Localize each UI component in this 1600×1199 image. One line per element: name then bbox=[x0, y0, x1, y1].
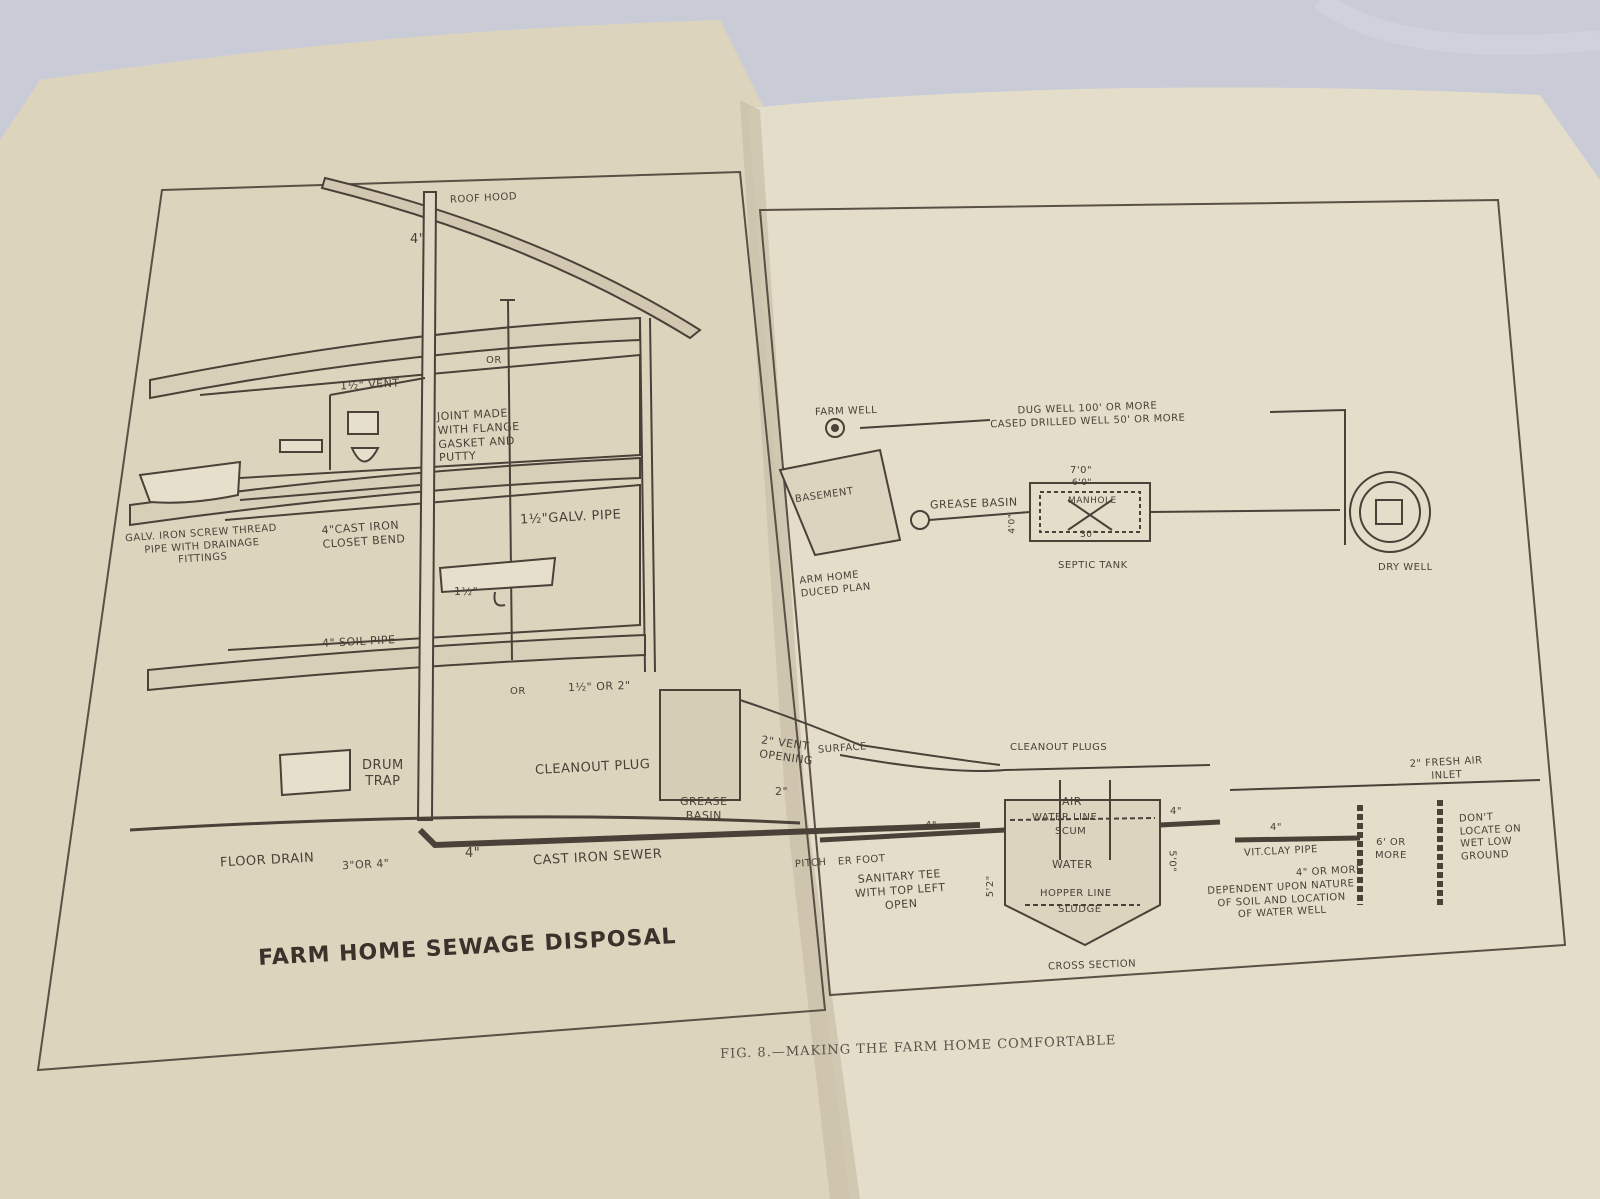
septic-tank-inner bbox=[1039, 491, 1141, 533]
cross-section bbox=[819, 754, 1541, 947]
drain-size-label: 3"OR 4" bbox=[341, 856, 390, 873]
galv-pipe bbox=[500, 299, 515, 661]
dry-well-section bbox=[1357, 800, 1443, 905]
right-frame bbox=[758, 198, 1567, 997]
dry-well-inner bbox=[1359, 481, 1421, 543]
ground-surface bbox=[739, 699, 1001, 766]
drum-trap-label: DRUM TRAP bbox=[362, 758, 404, 790]
pitch-label: PITCH bbox=[794, 856, 827, 871]
lavatory bbox=[279, 439, 323, 453]
plan-pipe bbox=[928, 509, 1341, 521]
tank-inner-label: 6'0" bbox=[1072, 478, 1093, 488]
vent-pipe bbox=[329, 377, 426, 470]
tank-outer-label: 7'0" bbox=[1070, 465, 1093, 476]
right-page bbox=[748, 87, 1600, 1199]
manhole-size-label: 30" bbox=[1080, 530, 1098, 540]
upper-floor bbox=[149, 316, 641, 400]
basement-ceiling bbox=[147, 633, 646, 692]
middle-floor bbox=[129, 456, 641, 527]
soil-stack bbox=[416, 191, 438, 821]
manhole-label: MANHOLE bbox=[1068, 496, 1117, 506]
stack-size-label: 4" bbox=[410, 232, 426, 247]
gutter-shadow bbox=[740, 100, 860, 1199]
dry-well-cover bbox=[1375, 499, 1403, 525]
water-line-label: WATER LINE bbox=[1032, 812, 1098, 823]
grease-basin bbox=[659, 689, 741, 801]
sheet-fold-2 bbox=[1314, 0, 1600, 55]
dry-well-label: DRY WELL bbox=[1378, 562, 1433, 573]
pipe-4b-label: 4" bbox=[1170, 806, 1182, 817]
farm-well-label: FARM WELL bbox=[814, 404, 878, 419]
septic-tank-section bbox=[1004, 799, 1161, 947]
fresh-air-label: 2" FRESH AIR INLET bbox=[1409, 755, 1483, 782]
joint-label: JOINT MADE WITH FLANGE GASKET AND PUTTY bbox=[436, 406, 520, 465]
dependent-label: DEPENDENT UPON NATURE OF SOIL AND LOCATI… bbox=[1207, 878, 1355, 921]
cast-iron-bend-label: 4"CAST IRON CLOSET BEND bbox=[321, 518, 406, 551]
sink-trap bbox=[493, 591, 506, 607]
farm-home-plan bbox=[778, 448, 902, 557]
air-label: AIR bbox=[1062, 795, 1082, 808]
sanitary-tee-label: SANITARY TEE WITH TOP LEFT OPEN bbox=[854, 867, 946, 912]
depth-left-label: 5'2" bbox=[984, 875, 996, 898]
upper-drain bbox=[239, 484, 421, 501]
toilet-bowl bbox=[350, 447, 380, 463]
left-frame bbox=[36, 170, 827, 1072]
house-plumbing bbox=[129, 176, 1001, 849]
toilet-tank bbox=[347, 411, 379, 435]
site-plan bbox=[778, 408, 1431, 557]
dont-locate-label: DON'T LOCATE ON WET LOW GROUND bbox=[1458, 811, 1522, 863]
scum-label: SCUM bbox=[1055, 826, 1087, 837]
section-pipe bbox=[819, 819, 1361, 843]
sewer-size-label: 4" bbox=[465, 846, 481, 861]
laundry-tub bbox=[278, 748, 351, 797]
house-wall bbox=[649, 317, 656, 673]
well-distance-line bbox=[859, 408, 1346, 545]
or-top-label: OR bbox=[486, 355, 502, 366]
grease-basin-lower-label: GREASE BASIN bbox=[680, 795, 728, 822]
six-feet-label: 6' OR MORE bbox=[1375, 837, 1407, 861]
or-bottom-label: OR bbox=[510, 686, 526, 697]
pipe-size-label: 1½" OR 2" bbox=[567, 678, 631, 695]
water-label: WATER bbox=[1052, 858, 1093, 871]
roof-line bbox=[320, 176, 702, 340]
cast-iron-sewer bbox=[417, 822, 981, 849]
tank-width-label: 4'0" bbox=[1007, 513, 1018, 534]
bathtub bbox=[138, 460, 242, 504]
kitchen-sink bbox=[438, 556, 557, 594]
cleanout-plugs-label: CLEANOUT PLUGS bbox=[1010, 742, 1108, 753]
basement-floor bbox=[129, 815, 801, 832]
pipe-4a-label: 4" bbox=[925, 820, 937, 831]
water-line-mark bbox=[1009, 817, 1156, 821]
two-inch-label: 2" bbox=[775, 785, 789, 798]
section-ground bbox=[839, 754, 1541, 791]
dry-well-outer bbox=[1349, 471, 1431, 553]
septic-tank-label: SEPTIC TANK bbox=[1058, 560, 1128, 571]
depth-right-label: 5'0" bbox=[1166, 850, 1178, 873]
farm-well-symbol bbox=[825, 418, 845, 438]
pipe-4c-label: 4" bbox=[1270, 822, 1282, 833]
manhole-cross bbox=[1067, 499, 1113, 531]
sludge-label: SLUDGE bbox=[1058, 904, 1102, 915]
hopper-line-label: HOPPER LINE bbox=[1040, 888, 1112, 899]
sink-trap-label: 1½" bbox=[454, 585, 479, 598]
